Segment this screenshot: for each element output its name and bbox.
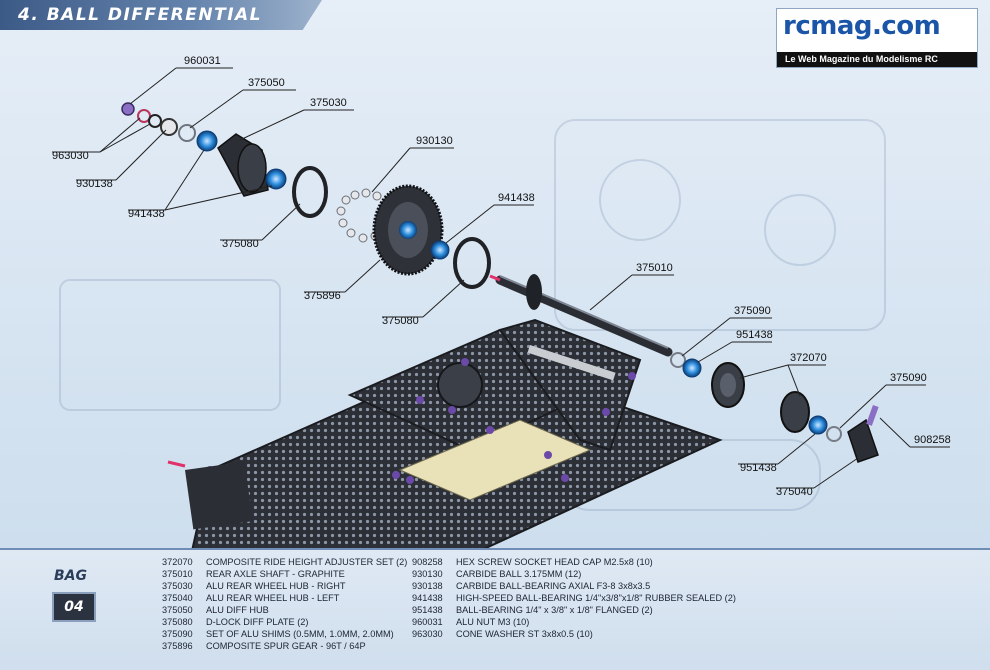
- callout-0: 960031: [184, 55, 221, 67]
- bearing-941438: [430, 240, 450, 260]
- part-code: 963030: [412, 629, 443, 639]
- part-code: 375010: [162, 569, 193, 579]
- callout-16: 908258: [914, 434, 951, 446]
- part-desc: SET OF ALU SHIMS (0.5MM, 1.0MM, 2.0MM): [206, 629, 394, 639]
- part-row: 375050 ALU DIFF HUB: [162, 604, 407, 616]
- part-desc: ALU REAR WHEEL HUB - RIGHT: [206, 581, 346, 591]
- callout-6: 941438: [128, 208, 165, 220]
- part-code: 375896: [162, 641, 193, 651]
- part-desc: D-LOCK DIFF PLATE (2): [206, 617, 309, 627]
- callout-8: 941438: [498, 192, 535, 204]
- callout-1: 375050: [248, 77, 285, 89]
- callout-10: 375080: [382, 315, 419, 327]
- part-row: 375896 COMPOSITE SPUR GEAR - 96T / 64P: [162, 640, 407, 652]
- part-code: 941438: [412, 593, 443, 603]
- part-code: 951438: [412, 605, 443, 615]
- callout-17: 951438: [740, 462, 777, 474]
- part-desc: COMPOSITE RIDE HEIGHT ADJUSTER SET (2): [206, 557, 408, 567]
- part-code: 375030: [162, 581, 193, 591]
- callout-15: 375090: [890, 372, 927, 384]
- part-row: 930138 CARBIDE BALL-BEARING AXIAL F3-8 3x…: [412, 580, 736, 592]
- parts-list: BAG 04 372070 COMPOSITE RIDE HEIGHT ADJUS…: [0, 548, 990, 670]
- part-row: 963030 CONE WASHER ST 3x8x0.5 (10): [412, 628, 736, 640]
- part-code: 930138: [412, 581, 443, 591]
- leader-lines: [52, 67, 950, 489]
- part-row: 375040 ALU REAR WHEEL HUB - LEFT: [162, 592, 407, 604]
- part-desc: HEX SCREW SOCKET HEAD CAP M2.5x8 (10): [456, 557, 653, 567]
- exploded-diagram: 960031 375050 375030 963030 930138 93013…: [52, 55, 951, 548]
- part-code: 930130: [412, 569, 443, 579]
- rcmag-logo: rcmag.com Le Web Magazine du Modelisme R…: [776, 8, 978, 68]
- bag-label: BAG: [54, 568, 87, 584]
- part-desc: ALU NUT M3 (10): [456, 617, 530, 627]
- part-row: 372070 COMPOSITE RIDE HEIGHT ADJUSTER SET…: [162, 556, 407, 568]
- part-desc: REAR AXLE SHAFT - GRAPHITE: [206, 569, 345, 579]
- callout-3: 963030: [52, 150, 89, 162]
- part-code: 375090: [162, 629, 193, 639]
- diff-plate: [453, 237, 491, 289]
- callout-14: 372070: [790, 352, 827, 364]
- diff-parts-left: [121, 102, 328, 218]
- logo-name: rcmag.com: [783, 11, 941, 41]
- part-code: 375050: [162, 605, 193, 615]
- callout-18: 375040: [776, 486, 813, 498]
- callout-5: 930130: [416, 135, 453, 147]
- callout-labels: 960031 375050 375030 963030 930138 93013…: [52, 55, 951, 498]
- part-code: 375040: [162, 593, 193, 603]
- part-row: 960031 ALU NUT M3 (10): [412, 616, 736, 628]
- part-desc: HIGH-SPEED BALL-BEARING 1/4"x3/8"x1/8" R…: [456, 593, 736, 603]
- part-row: 375010 REAR AXLE SHAFT - GRAPHITE: [162, 568, 407, 580]
- callout-13: 951438: [736, 329, 773, 341]
- section-title-bar: 4. BALL DIFFERENTIAL: [0, 0, 322, 30]
- part-desc: CARBIDE BALL-BEARING AXIAL F3-8 3x8x3.5: [456, 581, 651, 591]
- chassis: [167, 318, 723, 548]
- part-row: 375080 D-LOCK DIFF PLATE (2): [162, 616, 407, 628]
- part-code: 372070: [162, 557, 193, 567]
- callout-7: 375080: [222, 238, 259, 250]
- section-title: 4. BALL DIFFERENTIAL: [18, 5, 263, 25]
- part-row: 375090 SET OF ALU SHIMS (0.5MM, 1.0MM, 2.…: [162, 628, 407, 640]
- spur-gear: [372, 184, 444, 276]
- part-row: 930130 CARBIDE BALL 3.175MM (12): [412, 568, 736, 580]
- diff-parts-right: [670, 352, 879, 463]
- part-row: 951438 BALL-BEARING 1/4" x 3/8" x 1/8" FL…: [412, 604, 736, 616]
- part-desc: ALU REAR WHEEL HUB - LEFT: [206, 593, 340, 603]
- callout-12: 375090: [734, 305, 771, 317]
- bag-number: 04: [52, 592, 96, 622]
- parts-column-right: 908258 HEX SCREW SOCKET HEAD CAP M2.5x8 (…: [412, 556, 736, 640]
- callout-4: 930138: [76, 178, 113, 190]
- bag-badge: BAG 04: [44, 568, 110, 632]
- part-row: 908258 HEX SCREW SOCKET HEAD CAP M2.5x8 (…: [412, 556, 736, 568]
- callout-9: 375896: [304, 290, 341, 302]
- logo-tagline: Le Web Magazine du Modelisme RC: [777, 52, 977, 67]
- part-desc: ALU DIFF HUB: [206, 605, 269, 615]
- callout-11: 375010: [636, 262, 673, 274]
- part-desc: BALL-BEARING 1/4" x 3/8" x 1/8" FLANGED …: [456, 605, 653, 615]
- rear-axle: [489, 274, 673, 357]
- part-desc: COMPOSITE SPUR GEAR - 96T / 64P: [206, 641, 366, 651]
- part-desc: CARBIDE BALL 3.175MM (12): [456, 569, 582, 579]
- part-row: 941438 HIGH-SPEED BALL-BEARING 1/4"x3/8"x…: [412, 592, 736, 604]
- part-code: 375080: [162, 617, 193, 627]
- callout-2: 375030: [310, 97, 347, 109]
- part-code: 908258: [412, 557, 443, 567]
- parts-column-left: 372070 COMPOSITE RIDE HEIGHT ADJUSTER SET…: [162, 556, 407, 652]
- part-row: 375030 ALU REAR WHEEL HUB - RIGHT: [162, 580, 407, 592]
- part-desc: CONE WASHER ST 3x8x0.5 (10): [456, 629, 593, 639]
- part-code: 960031: [412, 617, 443, 627]
